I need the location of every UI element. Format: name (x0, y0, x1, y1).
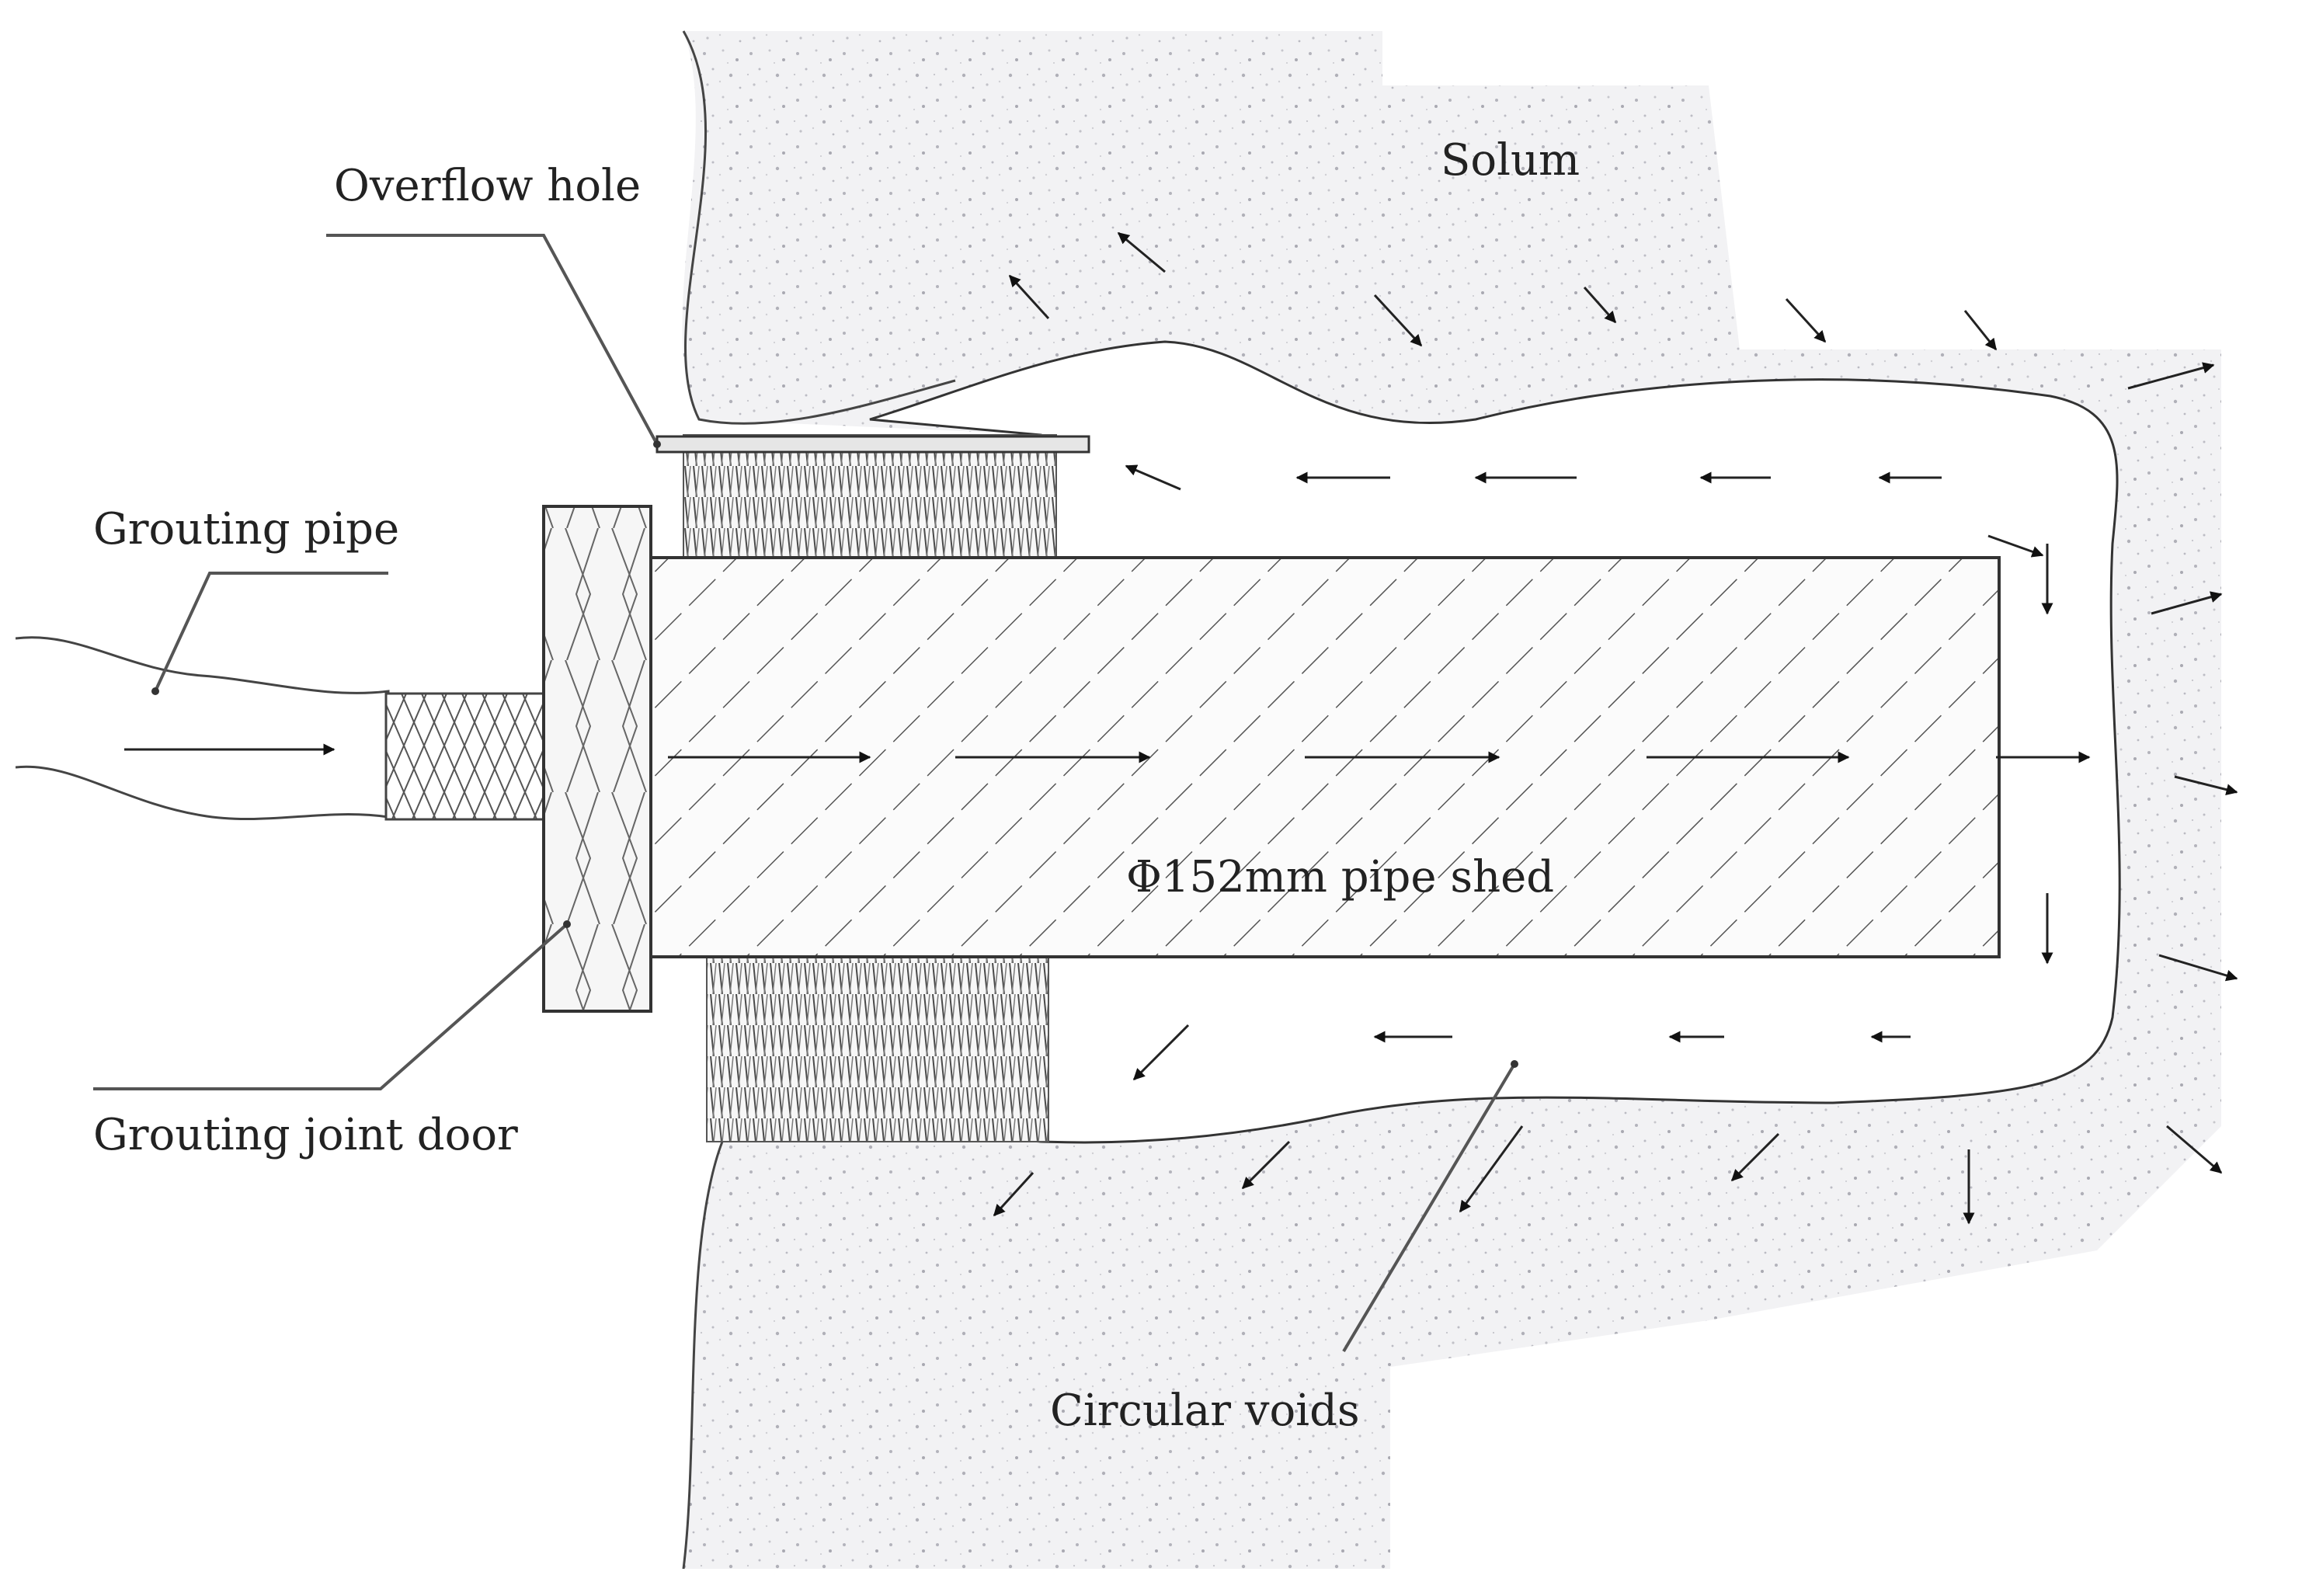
solum-penetration-arrows (993, 231, 2238, 1225)
label-pipe-shed: Φ152mm pipe shed (1126, 852, 1554, 902)
grouting-pipe-tube (15, 636, 390, 821)
cavity-flow-arrows (1125, 464, 2053, 1081)
leader-grouting-pipe (154, 572, 388, 692)
seal-lower (706, 956, 1049, 1142)
seal-upper (683, 434, 1057, 558)
leader-overflow-hole (326, 234, 659, 445)
soil-outline-upper (682, 30, 956, 425)
overflow-pipe (655, 435, 1090, 454)
leader-joint-door (93, 923, 569, 1090)
label-circular-voids: Circular voids (1050, 1386, 1360, 1436)
threaded-connector (384, 692, 547, 821)
leader-circular-voids (1342, 1062, 1516, 1353)
pipe-flow-arrows (124, 743, 2091, 763)
leader-lines (93, 234, 1516, 1353)
label-solum: Solum (1441, 135, 1580, 186)
label-grouting-joint-door: Grouting joint door (93, 1110, 518, 1160)
grouting-joint-door (542, 505, 652, 1013)
label-overflow-hole: Overflow hole (334, 161, 641, 211)
label-grouting-pipe: Grouting pipe (93, 504, 399, 555)
